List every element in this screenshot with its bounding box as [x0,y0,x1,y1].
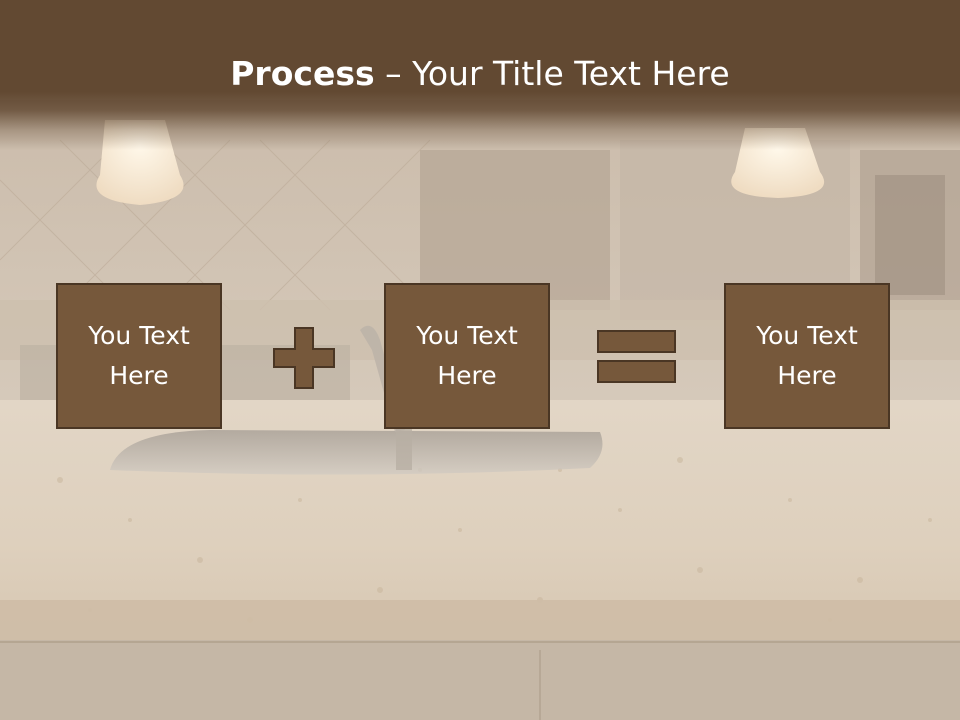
title-rest: – Your Title Text Here [374,54,730,93]
process-box-2: You Text Here [384,283,550,429]
plus-icon [273,327,335,389]
title-bold: Process [230,54,375,93]
title-bar [0,0,960,150]
slide-title: Process – Your Title Text Here [0,52,960,96]
process-box-3: You Text Here [724,283,890,429]
process-box-1: You Text Here [56,283,222,429]
equals-icon [597,330,676,383]
